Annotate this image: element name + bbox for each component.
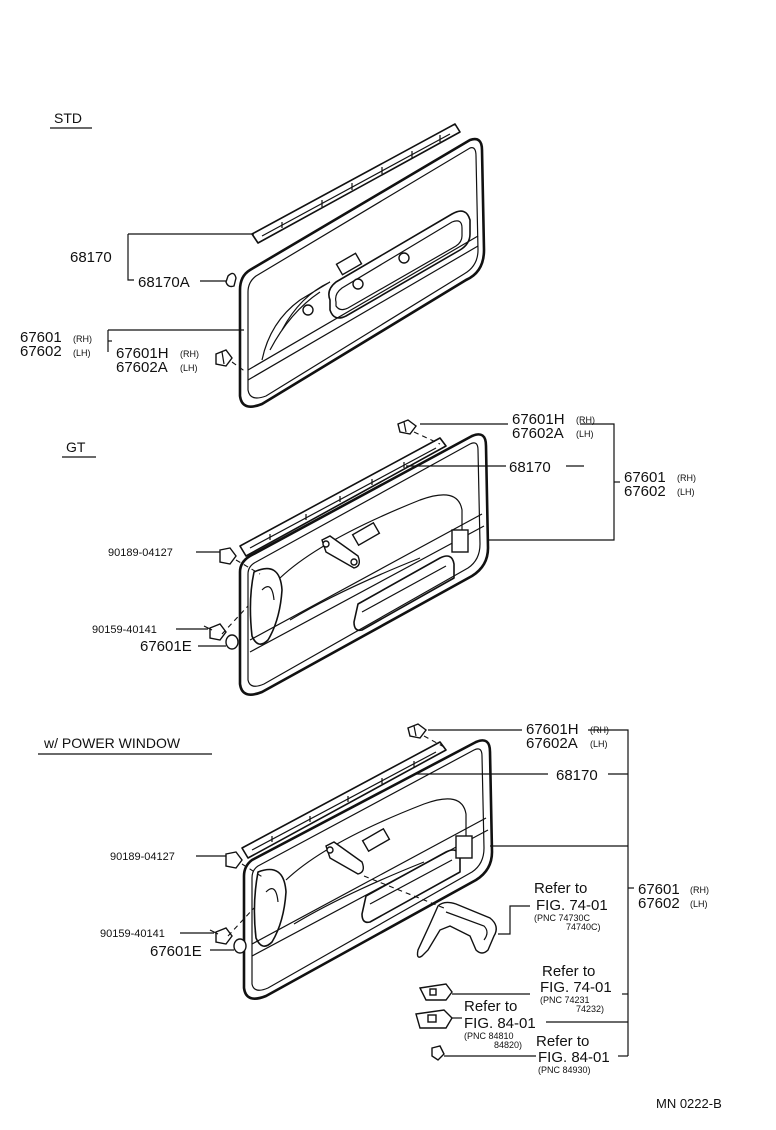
label-67601h-pw-rh: (RH)	[590, 725, 609, 735]
label-67601-gt-rh: (RH)	[677, 473, 696, 483]
label-67602a-pw-lh: (LH)	[590, 739, 608, 749]
std-weatherstrip	[251, 123, 461, 244]
pw-section: w/ POWER WINDOW	[38, 721, 709, 1075]
label-67601h-std: 67601H	[116, 345, 169, 362]
label-ref2-d: 74232)	[576, 1004, 604, 1014]
label-68170-gt: 68170	[509, 459, 551, 476]
label-90189-gt: 90189-04127	[108, 547, 173, 559]
pw-cap-67601e	[233, 938, 247, 954]
label-68170a-std: 68170A	[138, 274, 190, 291]
pw-screw-90159	[209, 927, 233, 945]
pw-weatherstrip	[241, 741, 447, 859]
label-90159-pw: 90159-40141	[100, 928, 165, 940]
label-68170-pw: 68170	[556, 767, 598, 784]
label-ref3-a: Refer to	[464, 998, 517, 1015]
label-ref2-a: Refer to	[542, 963, 595, 980]
label-67602a-gt-lh: (LH)	[576, 429, 594, 439]
label-ref2-b: FIG. 74-01	[540, 979, 612, 996]
section-label-std: STD	[54, 110, 82, 126]
pw-clip-90189	[225, 851, 243, 869]
std-door-trim-panel	[238, 137, 486, 408]
std-clip-67601h	[215, 349, 233, 367]
label-67601h-gt: 67601H	[512, 411, 565, 428]
label-ref1-a: Refer to	[534, 880, 587, 897]
label-ref4-c: (PNC 84930)	[538, 1065, 591, 1075]
label-67602a-std-lh: (LH)	[180, 363, 198, 373]
label-67602-gt: 67602	[624, 483, 666, 500]
label-67601e-pw: 67601E	[150, 943, 202, 960]
pw-clip-67601h	[407, 723, 427, 739]
label-67602-gt-lh: (LH)	[677, 487, 695, 497]
label-ref3-c: (PNC 84810	[464, 1031, 514, 1041]
label-ref1-d: 74740C)	[566, 922, 601, 932]
pw-switch	[415, 1009, 453, 1029]
label-67602a-pw: 67602A	[526, 735, 578, 752]
label-67602a-gt: 67602A	[512, 425, 564, 442]
label-ref3-d: 84820)	[494, 1040, 522, 1050]
std-section: STD	[20, 110, 486, 408]
label-ref3-b: FIG. 84-01	[464, 1015, 536, 1032]
label-68170-std: 68170	[70, 249, 112, 266]
gt-clip-67601h	[397, 419, 417, 435]
label-67601h-gt-rh: (RH)	[576, 415, 595, 425]
label-ref4-a: Refer to	[536, 1033, 589, 1050]
label-67601-pw-rh: (RH)	[690, 885, 709, 895]
gt-cap-67601e	[225, 634, 239, 650]
pw-switch-bezel	[418, 983, 453, 1001]
gt-weatherstrip	[239, 437, 447, 557]
label-67601-gt: 67601	[624, 469, 666, 486]
section-label-power-window: w/ POWER WINDOW	[43, 735, 181, 751]
label-ref2-c: (PNC 74231	[540, 995, 590, 1005]
label-90159-gt: 90159-40141	[92, 624, 157, 636]
label-ref4-b: FIG. 84-01	[538, 1049, 610, 1066]
gt-door-trim-panel	[238, 433, 490, 696]
label-67602-std: 67602	[20, 343, 62, 360]
label-67601h-std-rh: (RH)	[180, 349, 199, 359]
label-67602-pw-lh: (LH)	[690, 899, 708, 909]
label-90189-pw: 90189-04127	[110, 851, 175, 863]
label-67602a-std: 67602A	[116, 359, 168, 376]
gt-section: GT	[62, 411, 696, 696]
label-67601h-pw: 67601H	[526, 721, 579, 738]
label-67601-std: 67601	[20, 329, 62, 346]
figure-code: MN 0222-B	[656, 1096, 722, 1111]
label-ref1-c: (PNC 74730C	[534, 913, 591, 923]
std-clip-68170a	[225, 272, 237, 288]
label-67601-pw: 67601	[638, 881, 680, 898]
pw-door-trim-panel	[242, 739, 494, 1000]
label-67602-std-lh: (LH)	[73, 348, 91, 358]
pw-armrest	[416, 901, 497, 958]
pw-small-switch	[431, 1045, 445, 1061]
gt-screw-90159	[203, 623, 227, 641]
gt-clip-90189	[219, 547, 237, 565]
label-67602-pw: 67602	[638, 895, 680, 912]
section-label-gt: GT	[66, 439, 86, 455]
label-67601e-gt: 67601E	[140, 638, 192, 655]
label-ref1-b: FIG. 74-01	[536, 897, 608, 914]
label-67601-std-rh: (RH)	[73, 334, 92, 344]
